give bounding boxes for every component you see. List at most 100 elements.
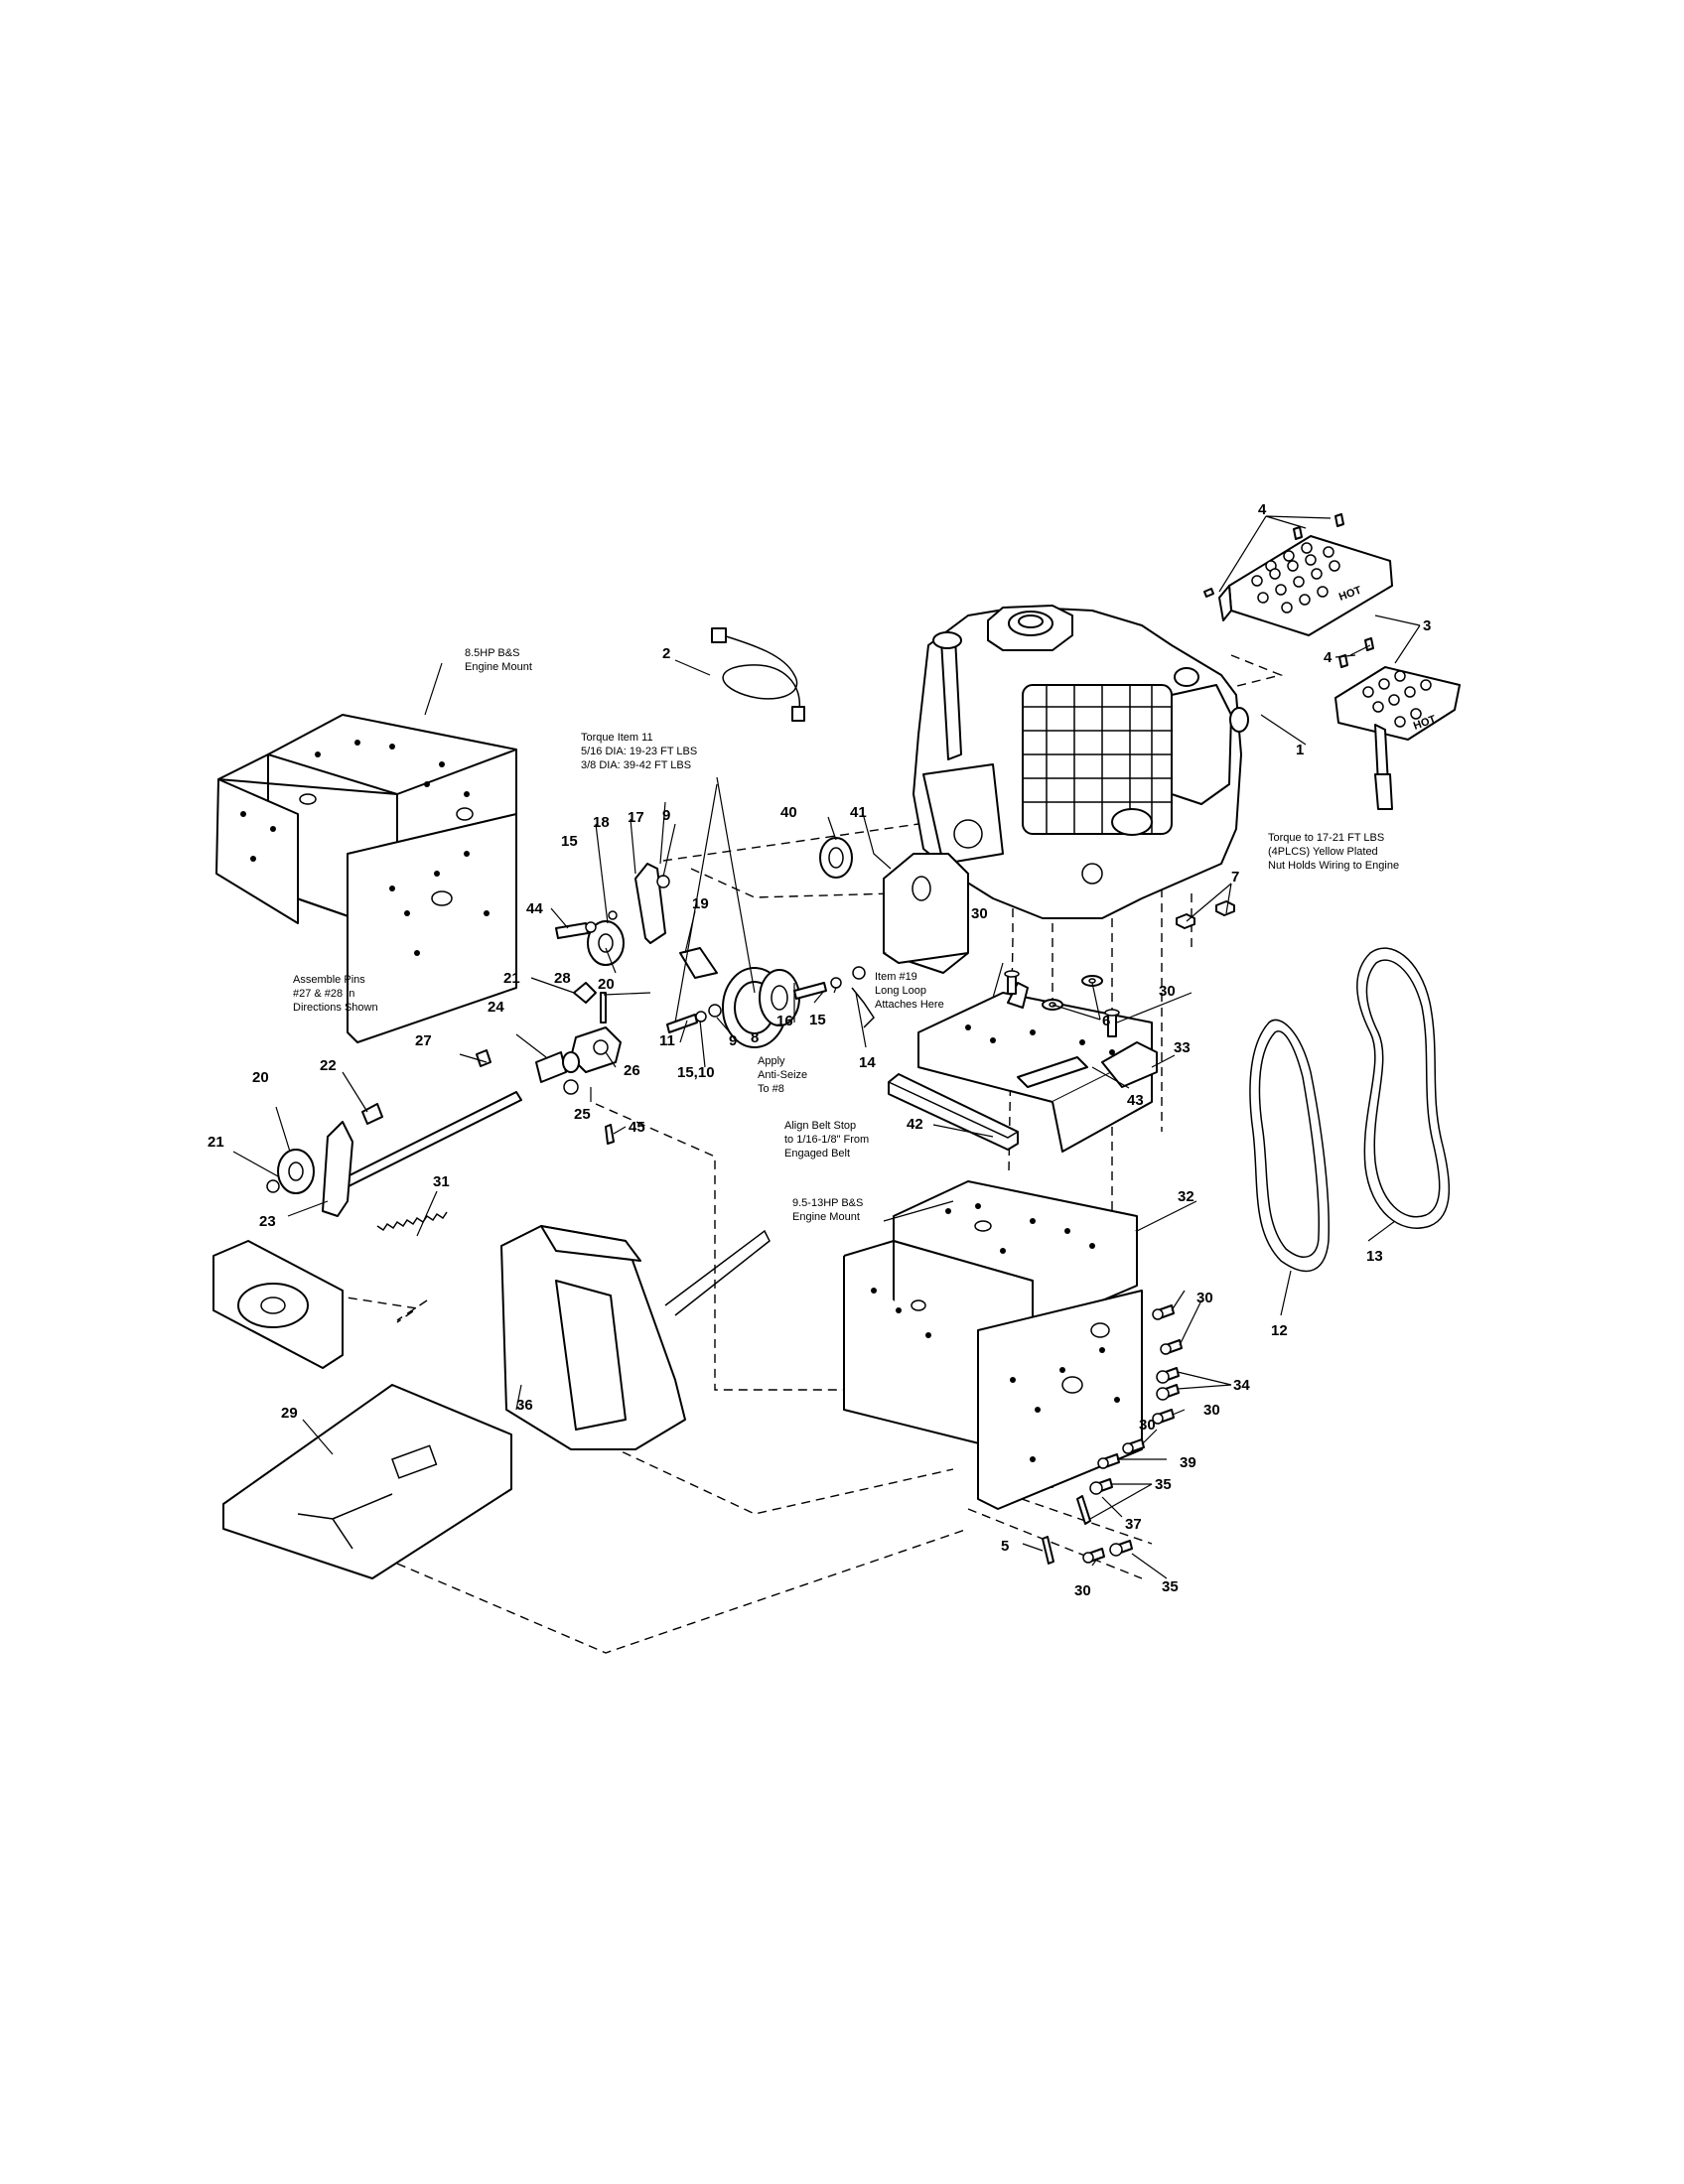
callout-32: 32 [1178,1188,1194,1205]
callout-19: 19 [692,895,709,912]
callout-29: 29 [281,1405,298,1422]
control-shaft [266,1091,522,1217]
pulley-hardware [666,966,875,1033]
screws-4 [1203,513,1374,668]
callout-35: 35 [1155,1476,1172,1493]
callout-20: 20 [598,976,615,993]
note-torque-item11-line1: Torque Item 11 [581,732,653,744]
callout-15-10: 15,10 [677,1064,715,1081]
callout-41: 41 [850,804,867,821]
bottom-cover [222,1384,512,1579]
note-item19-line3: Attaches Here [875,999,944,1011]
callout-37: 37 [1125,1516,1142,1533]
belt-guide-bracket [883,853,969,974]
callout-34: 34 [1233,1377,1250,1394]
annotation-notes: 8.5HP B&S Engine Mount Torque Item 11 5/… [293,647,1399,1223]
callout-36: 36 [516,1397,533,1414]
callout-30: 30 [1159,983,1176,1000]
note-anti-seize-line3: To #8 [758,1083,784,1095]
callout-21: 21 [208,1134,224,1151]
note-torque-item11-line3: 3/8 DIA: 39-42 FT LBS [581,759,691,771]
callout-44: 44 [526,900,543,917]
engine-mount-8-5hp [215,714,517,1043]
callout-21: 21 [503,970,520,987]
bearing [819,837,853,879]
callout-25: 25 [574,1106,591,1123]
callout-40: 40 [780,804,797,821]
callout-6: 6 [1102,1013,1110,1029]
auger-bracket [212,1240,344,1369]
callout-2: 2 [662,645,670,662]
callout-7: 7 [1231,869,1239,886]
spring [376,1211,448,1232]
callout-35: 35 [1162,1578,1179,1595]
callout-9: 9 [662,807,670,824]
lever-assembly [476,992,622,1145]
callout-39: 39 [1180,1454,1196,1471]
callout-30: 30 [1139,1417,1156,1433]
note-belt-stop-line3: Engaged Belt [784,1148,850,1160]
drive-belts [1249,947,1451,1272]
note-torque-item11-line2: 5/16 DIA: 19-23 FT LBS [581,746,697,757]
note-item19-line1: Item #19 [875,971,917,983]
callout-23: 23 [259,1213,276,1230]
callout-45: 45 [629,1119,645,1136]
note-assemble-pins-line1: Assemble Pins [293,974,365,986]
callout-18: 18 [593,814,610,831]
callout-4: 4 [1258,501,1267,518]
heat-shield-upper: HOT [1218,535,1393,636]
callout-26: 26 [624,1062,640,1079]
engine-fasteners [1004,900,1235,1037]
callout-31: 31 [433,1173,450,1190]
note-anti-seize-line2: Anti-Seize [758,1069,807,1081]
note-85hp-mount-line2: Engine Mount [465,661,532,673]
callout-20: 20 [252,1069,269,1086]
leader-lines [232,515,1421,1579]
note-belt-stop-line2: to 1/16-1/8" From [784,1134,869,1146]
callout-15: 15 [561,833,578,850]
heat-shield-lower: HOT [1334,666,1461,810]
callout-1: 1 [1296,742,1304,758]
note-assemble-pins-line2: #27 & #28 In [293,988,354,1000]
frame-fasteners [1042,1304,1183,1565]
callout-17: 17 [628,809,644,826]
callout-42: 42 [907,1116,923,1133]
callout-5: 5 [1001,1538,1009,1555]
callout-11: 11 [659,1032,675,1049]
callout-30: 30 [1203,1402,1220,1419]
power-cord [711,627,805,722]
callout-14: 14 [859,1054,876,1071]
note-torque-nut-line3: Nut Holds Wiring to Engine [1268,860,1399,872]
callout-8: 8 [751,1029,759,1046]
note-anti-seize-line1: Apply [758,1055,785,1067]
callout-24: 24 [488,999,504,1016]
callout-30: 30 [1074,1582,1091,1599]
callout-15: 15 [809,1012,826,1028]
note-item19-line2: Long Loop [875,985,926,997]
callout-13: 13 [1366,1248,1383,1265]
callout-30: 30 [1196,1290,1213,1306]
callout-33: 33 [1174,1039,1191,1056]
note-torque-nut-line2: (4PLCS) Yellow Plated [1268,846,1378,858]
callout-12: 12 [1271,1322,1288,1339]
note-assemble-pins-line3: Directions Shown [293,1002,378,1014]
callout-28: 28 [554,970,571,987]
mounting-plate [917,982,1158,1153]
note-95hp-mount-line1: 9.5-13HP B&S [792,1197,863,1209]
callout-27: 27 [415,1032,432,1049]
callout-3: 3 [1423,617,1431,634]
callout-30: 30 [971,905,988,922]
callout-4: 4 [1324,649,1333,666]
idler-arm [555,863,718,1004]
callout-labels: 1 2 3 4 4 5 6 7 8 9 9 11 12 13 14 15 15 … [208,501,1431,1599]
callout-43: 43 [1127,1092,1144,1109]
callout-16: 16 [776,1013,793,1029]
belt-stop [888,1073,1019,1151]
callout-22: 22 [320,1057,337,1074]
note-85hp-mount-line1: 8.5HP B&S [465,647,519,659]
engine-mount-9-5-13hp [843,1180,1143,1510]
note-torque-nut-line1: Torque to 17-21 FT LBS [1268,832,1384,844]
belt-cover [500,1225,771,1450]
callout-9: 9 [729,1032,737,1049]
